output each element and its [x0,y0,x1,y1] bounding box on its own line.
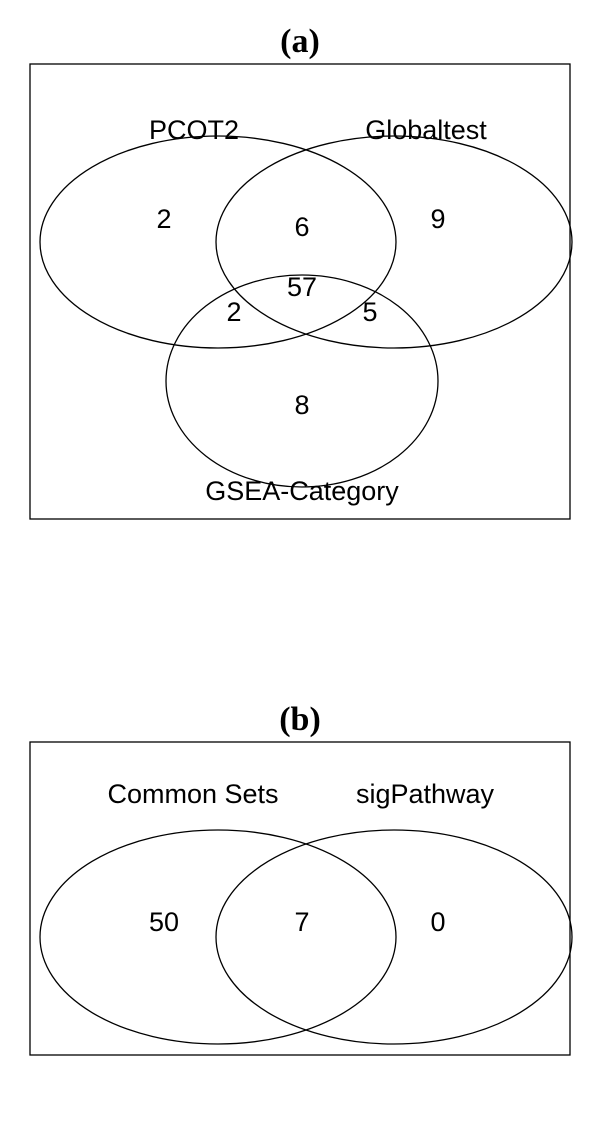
count-globaltest-only: 9 [430,204,445,234]
panel-a: PCOT2 Globaltest GSEA-Category 2 9 6 57 … [29,63,573,520]
count-pcot2-gsea: 2 [226,297,241,327]
panel-b-title: (b) [279,701,321,738]
panel-b-frame [29,741,571,1056]
common-sets-label: Common Sets [107,779,278,809]
common-sets-circle [39,829,397,1045]
count-all-three: 57 [287,272,317,302]
count-pcot2-only: 2 [156,204,171,234]
sigpathway-circle [215,829,573,1045]
count-common-only: 50 [149,907,179,937]
gsea-category-label: GSEA-Category [205,476,399,506]
count-pcot2-globaltest: 6 [294,212,309,242]
pcot2-circle [39,135,397,349]
panel-a-title: (a) [280,23,320,60]
sigpathway-label: sigPathway [356,779,495,809]
pcot2-label: PCOT2 [149,115,239,145]
count-gsea-only: 8 [294,390,309,420]
globaltest-label: Globaltest [365,115,487,145]
count-globaltest-gsea: 5 [362,297,377,327]
count-sigpathway-only: 0 [430,907,445,937]
globaltest-circle [215,135,573,349]
count-intersection: 7 [294,907,309,937]
panel-b: Common Sets sigPathway 50 7 0 [29,741,573,1056]
panel-a-frame [29,63,571,520]
gsea-category-circle [165,274,439,488]
